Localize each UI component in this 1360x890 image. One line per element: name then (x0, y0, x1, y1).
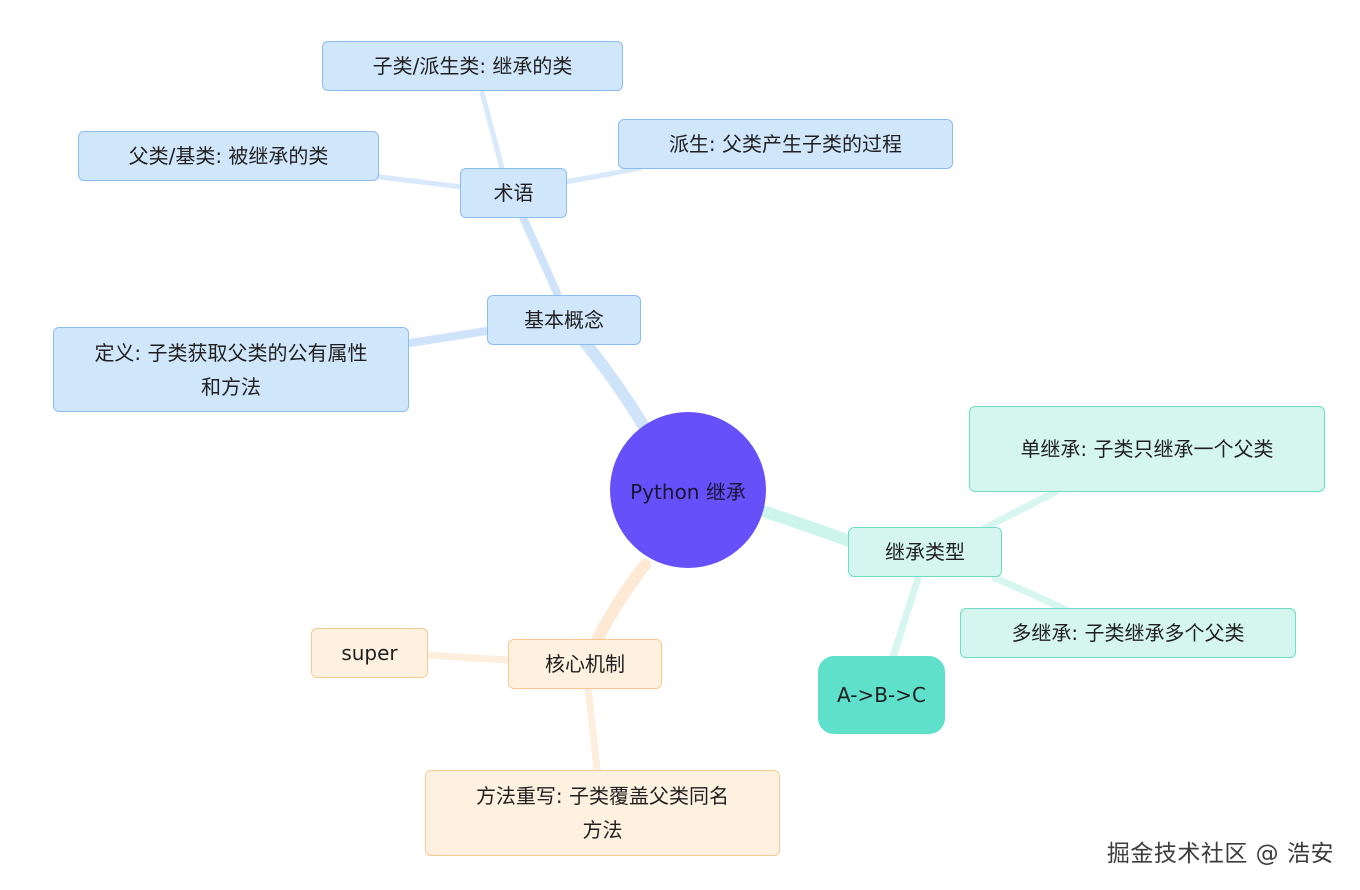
node-method-override-label: 方法重写: 子类覆盖父类同名方法 (475, 784, 730, 842)
watermark: 掘金技术社区 @ 浩安 (1106, 841, 1334, 867)
node-basic-concepts-label: 基本概念 (524, 308, 604, 332)
node-basic-concepts[interactable]: 基本概念 (487, 295, 641, 345)
node-multiple-inheritance[interactable]: 多继承: 子类继承多个父类 (960, 608, 1296, 658)
node-subclass-label: 子类/派生类: 继承的类 (372, 54, 573, 78)
root-node[interactable]: Python 继承 (610, 412, 766, 568)
node-chain-example-label: A->B->C (837, 683, 926, 707)
node-parent-class[interactable]: 父类/基类: 被继承的类 (78, 131, 379, 181)
node-multiple-inheritance-label: 多继承: 子类继承多个父类 (1011, 621, 1245, 645)
edge-types-chain (888, 574, 922, 664)
node-definition-label: 定义: 子类获取父类的公有属性和方法 (94, 340, 368, 399)
node-derive[interactable]: 派生: 父类产生子类的过程 (618, 119, 953, 169)
node-single-inheritance[interactable]: 单继承: 子类只继承一个父类 (969, 406, 1325, 492)
node-inheritance-types-label: 继承类型 (885, 540, 965, 564)
edge-basics-definition (406, 326, 496, 347)
node-chain-example[interactable]: A->B->C (818, 656, 945, 734)
node-terms[interactable]: 术语 (460, 168, 567, 218)
edge-terms-parent (377, 174, 465, 190)
node-derive-label: 派生: 父类产生子类的过程 (668, 132, 903, 156)
node-parent-class-label: 父类/基类: 被继承的类 (128, 144, 329, 168)
edge-terms-subclass (479, 89, 506, 175)
edge-types-single (981, 488, 1059, 532)
node-terms-label: 术语 (493, 181, 534, 205)
node-definition[interactable]: 定义: 子类获取父类的公有属性和方法 (53, 327, 409, 412)
edge-types-multiple (991, 574, 1074, 616)
edge-mechanism-override (584, 684, 601, 774)
node-subclass[interactable]: 子类/派生类: 继承的类 (322, 41, 623, 91)
node-method-override[interactable]: 方法重写: 子类覆盖父类同名方法 (425, 770, 780, 856)
edge-terms-derive (562, 165, 643, 185)
node-core-mechanism-label: 核心机制 (545, 652, 625, 676)
node-single-inheritance-label: 单继承: 子类只继承一个父类 (1020, 437, 1274, 461)
node-super-label: super (341, 641, 398, 665)
edge-mechanism-super (424, 651, 514, 664)
node-core-mechanism[interactable]: 核心机制 (508, 639, 662, 689)
node-inheritance-types[interactable]: 继承类型 (848, 527, 1002, 577)
node-super[interactable]: super (311, 628, 428, 678)
edge-root-types (760, 506, 866, 551)
root-label: Python 继承 (630, 479, 746, 504)
